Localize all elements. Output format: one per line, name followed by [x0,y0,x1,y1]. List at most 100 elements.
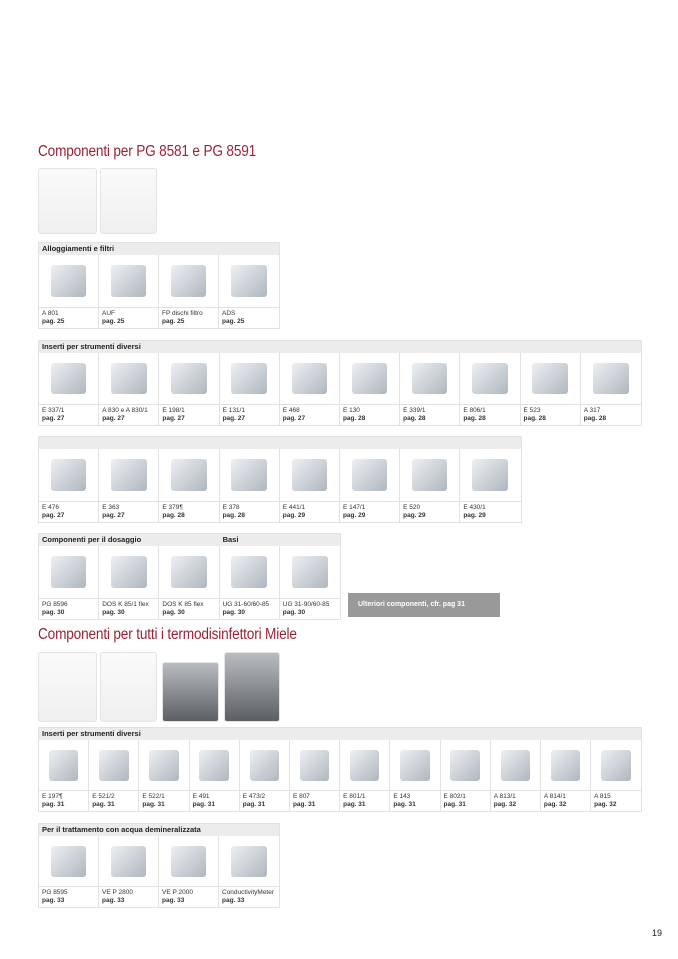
product-photo [592,362,629,395]
product-image [279,449,339,502]
product-code: DOS K 85/1 flex [102,601,149,608]
product-code: E 522/1 [142,793,165,800]
product-image [189,740,239,791]
page-reference: pag. 31 [192,801,215,808]
more-components-link[interactable]: Ulteriori componenti, cfr. pag 31 [348,593,500,617]
product-image [339,353,400,405]
product-image [289,740,340,791]
machine-image [224,652,280,722]
product-photo [532,362,568,395]
page-reference: pag. 31 [292,801,316,808]
product-photo [291,458,328,492]
product-code: A 830 e A 830/1 [102,407,148,414]
page-reference: pag. 25 [42,318,65,325]
product-cell[interactable]: E 379¶pag. 28 [159,449,220,522]
product-photo [472,458,509,492]
product-image [219,546,279,599]
product-image [39,740,89,791]
product-code: A 813/1 [493,793,516,800]
page-reference: pag. 30 [42,609,65,616]
product-photo [171,362,207,395]
product-code: E 198/1 [162,407,185,414]
product-image [139,740,189,791]
product-photo [231,264,267,298]
page-reference: pag. 31 [142,801,165,808]
product-cell[interactable]: E 197¶pag. 31 [39,740,90,811]
product-code: E 801/1 [343,793,366,800]
product-code: ConductivityMeter [222,889,275,896]
product-image [39,353,99,405]
product-image [39,546,99,599]
product-photo [500,749,531,781]
product-photo [299,749,330,781]
product-code: E 147/1 [342,504,366,511]
product-image [39,255,98,308]
machine-image [38,168,97,234]
product-image [400,449,460,502]
page-reference: pag. 32 [493,801,517,808]
product-image [460,353,520,405]
page-reference: pag. 29 [403,512,426,519]
product-code: E 806/1 [463,407,486,414]
product-code: E 130 [342,407,360,414]
product-code: E 491 [192,793,210,800]
section-title-pg8581: Componenti per PG 8581 e PG 8591 [38,143,257,160]
product-photo [111,555,147,589]
product-photo [171,458,207,492]
machine-image [100,652,157,722]
table-header-basi: Basi [222,535,239,544]
page-reference: pag. 31 [92,801,115,808]
product-image [580,353,641,405]
page-reference: pag. 27 [282,415,306,422]
page-reference: pag. 27 [42,512,65,519]
product-code: ADS [222,310,236,317]
product-code: A 815 [594,793,611,800]
product-photo [110,264,147,298]
product-image [490,740,540,791]
